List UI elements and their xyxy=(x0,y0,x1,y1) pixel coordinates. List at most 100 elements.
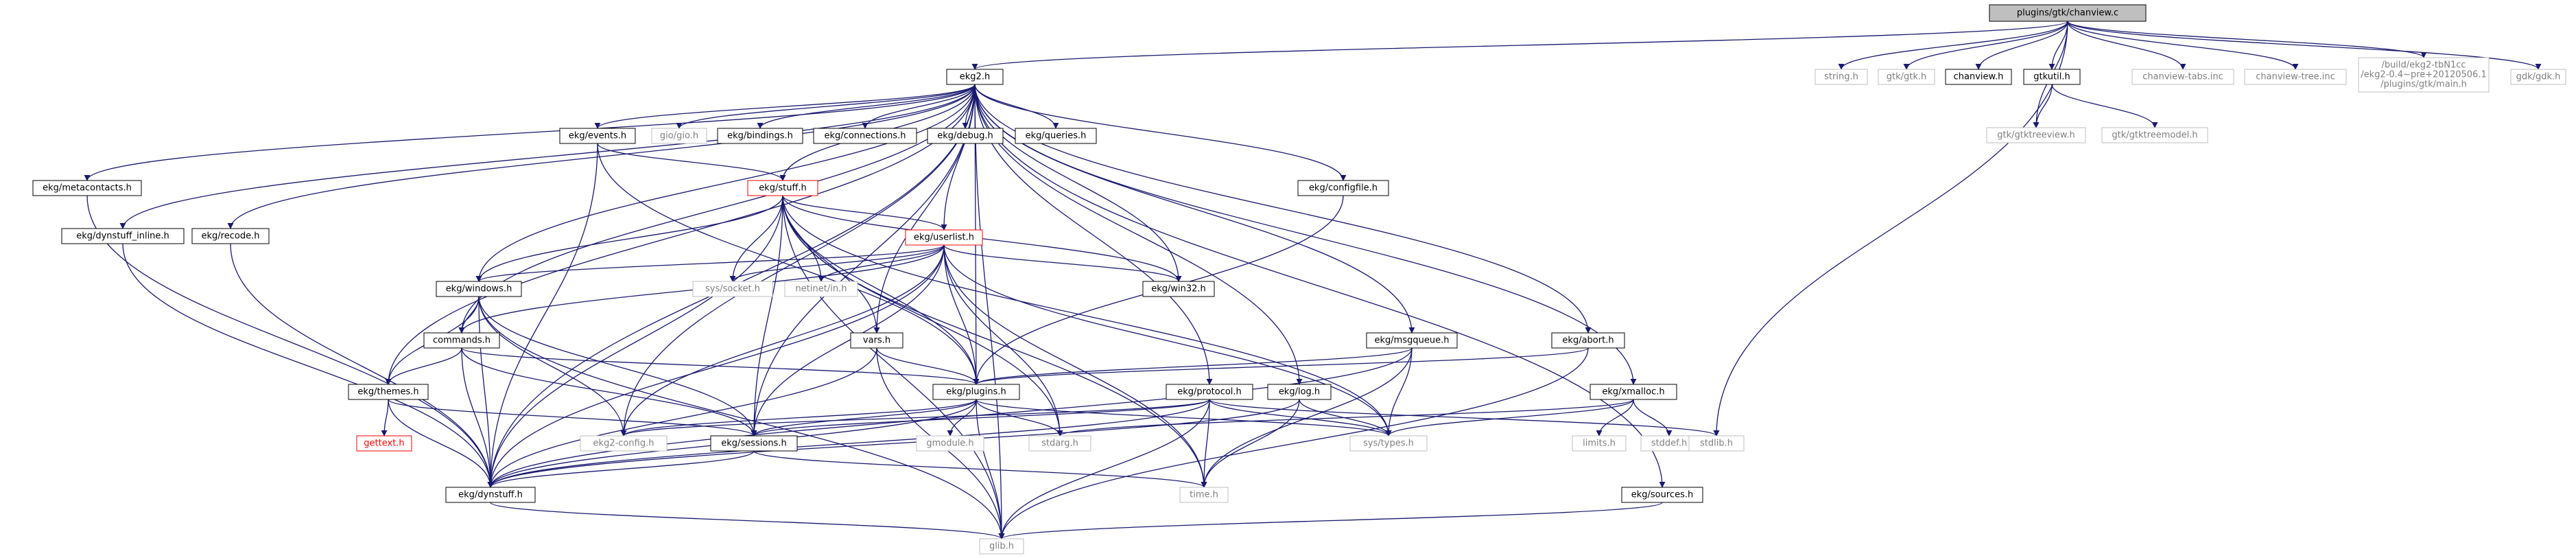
edge-windows-to-dynstuff xyxy=(478,296,494,488)
edge-protocol-to-sessions xyxy=(751,399,1210,437)
node-label-syssocket: sys/socket.h xyxy=(705,284,760,294)
edge-themes-to-gettext xyxy=(381,399,389,437)
node-box-configfile xyxy=(1297,180,1389,196)
edge-themes-to-sessions xyxy=(388,399,757,437)
node-label-gettext: gettext.h xyxy=(364,439,404,449)
node-dynstuff[interactable]: ekg/dynstuff.h xyxy=(445,487,536,503)
node-box-gdkh xyxy=(2510,69,2566,85)
node-vars[interactable]: vars.h xyxy=(850,332,903,349)
node-gtkutilh[interactable]: gtkutil.h xyxy=(2023,69,2081,85)
node-msgqueue[interactable]: ekg/msgqueue.h xyxy=(1366,332,1458,349)
node-label-msgqueue: ekg/msgqueue.h xyxy=(1375,336,1450,346)
edge-ekg2h-to-dynstuffinline xyxy=(119,84,976,229)
node-box-xmalloc xyxy=(1590,384,1677,400)
edge-protocol-to-stdlib xyxy=(1209,399,1720,437)
edge-root-to-gdkh xyxy=(2067,21,2542,70)
node-commands[interactable]: commands.h xyxy=(423,332,500,349)
node-tabsinc: chanview-tabs.inc xyxy=(2131,69,2234,85)
edge-gtkutilh-to-gtktreeview xyxy=(2033,84,2053,128)
node-label-gdkh: gdk/gdk.h xyxy=(2516,72,2561,82)
node-box-chanviewh xyxy=(1945,69,2012,85)
node-label-sources: ekg/sources.h xyxy=(1631,490,1693,500)
node-label-limits: limits.h xyxy=(1583,439,1616,449)
node-box-buildmain xyxy=(2358,57,2490,93)
node-ekg2config: ekg2-config.h xyxy=(580,435,667,452)
node-label-stringh: string.h xyxy=(1824,72,1858,82)
node-label-stddef: stddef.h xyxy=(1651,439,1687,449)
node-label-protocol: ekg/protocol.h xyxy=(1177,387,1242,397)
node-abort[interactable]: ekg/abort.h xyxy=(1551,332,1625,349)
node-win32[interactable]: ekg/win32.h xyxy=(1142,281,1215,297)
edge-ekg2h-to-queries xyxy=(974,84,1059,129)
node-themes[interactable]: ekg/themes.h xyxy=(348,384,429,400)
node-box-tabsinc xyxy=(2131,69,2234,85)
node-label-gtkutilh: gtkutil.h xyxy=(2033,72,2070,82)
edge-xmalloc-to-limits xyxy=(1596,399,1634,437)
node-label-queries: ekg/queries.h xyxy=(1026,131,1087,141)
node-recode[interactable]: ekg/recode.h xyxy=(191,228,270,244)
node-plugins[interactable]: ekg/plugins.h xyxy=(932,384,1020,400)
node-chanviewh[interactable]: chanview.h xyxy=(1945,69,2012,85)
node-box-root xyxy=(1989,4,2147,22)
node-box-log xyxy=(1267,384,1332,400)
node-box-commands xyxy=(423,332,500,349)
node-xmalloc[interactable]: ekg/xmalloc.h xyxy=(1590,384,1677,400)
edge-ekg2h-to-recode xyxy=(227,84,976,229)
node-connections[interactable]: ekg/connections.h xyxy=(813,128,917,144)
node-glib: glib.h xyxy=(979,538,1024,555)
node-buildmain: /build/ekg2-tbN1cc/ekg2-0.4~pre+20120506… xyxy=(2358,57,2490,93)
node-dynstuffinline[interactable]: ekg/dynstuff_inline.h xyxy=(61,228,185,244)
edge-msgqueue-to-systypes xyxy=(1385,347,1413,437)
node-label-dynstuffinline: ekg/dynstuff_inline.h xyxy=(76,231,169,242)
node-events[interactable]: ekg/events.h xyxy=(559,128,636,144)
node-sessions[interactable]: ekg/sessions.h xyxy=(710,435,798,452)
node-box-sessions xyxy=(710,435,798,452)
node-box-syssocket xyxy=(692,281,773,297)
edge-stuff-to-systypes xyxy=(782,195,1392,437)
node-ekg2h[interactable]: ekg2.h xyxy=(946,69,1004,85)
edges-layer xyxy=(84,21,2542,539)
edge-root-to-tabsinc xyxy=(2067,21,2186,70)
node-log[interactable]: ekg/log.h xyxy=(1267,384,1332,400)
node-giogio: gio/gio.h xyxy=(651,128,707,144)
edge-vars-to-dynstuff xyxy=(487,347,877,488)
edge-dynstuff-to-glib xyxy=(490,502,1005,539)
node-box-netinet xyxy=(784,281,858,297)
edge-root-to-ekg2h xyxy=(971,21,2068,70)
node-configfile[interactable]: ekg/configfile.h xyxy=(1297,180,1389,196)
node-queries[interactable]: ekg/queries.h xyxy=(1015,128,1097,144)
node-userlist[interactable]: ekg/userlist.h xyxy=(905,229,983,246)
edge-ekg2h-to-connections xyxy=(862,84,976,129)
node-sources[interactable]: ekg/sources.h xyxy=(1621,487,1703,503)
node-gettext[interactable]: gettext.h xyxy=(356,435,412,452)
node-label-glib: glib.h xyxy=(989,542,1014,552)
node-bindings[interactable]: ekg/bindings.h xyxy=(717,128,803,144)
node-label-gmodule: gmodule.h xyxy=(926,439,973,449)
node-stuff[interactable]: ekg/stuff.h xyxy=(747,180,818,196)
node-label-systypes: sys/types.h xyxy=(1363,439,1414,449)
edge-events-to-stuff xyxy=(597,143,786,181)
node-label-configfile: ekg/configfile.h xyxy=(1309,183,1378,194)
node-box-systypes xyxy=(1349,435,1428,452)
edge-userlist-to-sessions xyxy=(751,244,945,437)
node-label-giogio: gio/gio.h xyxy=(660,131,698,141)
edge-log-to-systypes xyxy=(1299,399,1392,437)
edge-protocol-to-dynstuff xyxy=(487,399,1210,488)
node-box-bindings xyxy=(717,128,803,144)
edge-root-to-buildmain xyxy=(2067,21,2427,58)
node-metacontacts[interactable]: ekg/metacontacts.h xyxy=(32,180,142,196)
node-root[interactable]: plugins/gtk/chanview.c xyxy=(1989,4,2147,22)
node-label-root: plugins/gtk/chanview.c xyxy=(2017,8,2118,19)
node-box-gtktreeview xyxy=(1986,127,2086,143)
edge-userlist-to-ekg2config xyxy=(620,244,945,437)
edge-ekg2h-to-xmalloc xyxy=(974,84,1637,385)
edge-userlist-to-stdarg xyxy=(943,244,1063,437)
node-box-vars xyxy=(850,332,903,349)
node-windows[interactable]: ekg/windows.h xyxy=(436,281,522,297)
edge-ekg2h-to-bindings xyxy=(757,84,976,129)
node-protocol[interactable]: ekg/protocol.h xyxy=(1166,384,1253,400)
node-label-connections: ekg/connections.h xyxy=(825,131,906,141)
node-debug[interactable]: ekg/debug.h xyxy=(927,128,1004,144)
edge-ekg2h-to-win32 xyxy=(974,84,1182,282)
edge-ekg2h-to-abort xyxy=(974,84,1592,334)
